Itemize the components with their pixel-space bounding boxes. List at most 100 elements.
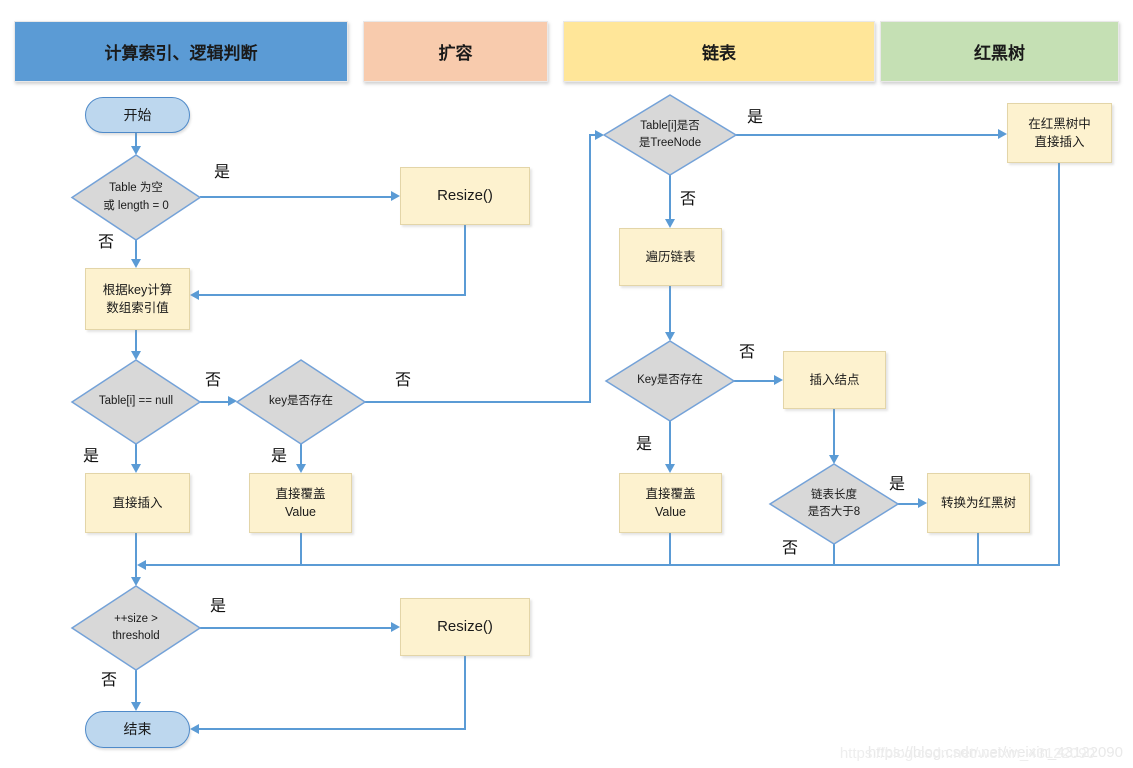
edge-d4-to-traverse: [669, 175, 671, 220]
node-decision-key-exists: key是否存在: [237, 360, 365, 444]
arrowhead: [131, 464, 141, 473]
node-label: 直接覆盖 Value: [275, 486, 326, 519]
node-label: 遍历链表: [645, 249, 696, 264]
diamond-shape-icon: [72, 360, 200, 444]
node-label: 直接插入: [112, 495, 163, 510]
arrowhead: [131, 146, 141, 155]
node-key-calc-index: 根据key计算 数组索引值: [85, 268, 190, 330]
edge-label-d6-yes: 是: [889, 476, 906, 493]
node-end: 结束: [85, 711, 190, 748]
arrowhead: [391, 622, 400, 632]
arrowhead: [131, 702, 141, 711]
edge-d2-to-d3: [200, 401, 229, 403]
edge-label-d2-yes: 是: [83, 448, 100, 465]
edge-label-d7-no: 否: [101, 672, 118, 689]
edge-label-d1-yes: 是: [214, 164, 231, 181]
arrowhead: [829, 455, 839, 464]
node-label: 直接覆盖 Value: [645, 486, 696, 519]
node-traverse-list: 遍历链表: [619, 228, 722, 286]
node-label: ++size > threshold: [112, 612, 160, 642]
edge-overwrite-left-drop: [300, 533, 302, 566]
node-decision-table-empty: Table 为空 或 length = 0: [72, 155, 200, 240]
arrowhead: [296, 464, 306, 473]
node-start: 开始: [85, 97, 190, 133]
edge-d4-to-rbt-insert: [736, 134, 998, 136]
node-resize-bottom: Resize(): [400, 598, 530, 656]
arrowhead: [665, 464, 675, 473]
edge-label-d1-no: 否: [98, 234, 115, 251]
edge-d6-to-convert: [898, 503, 919, 505]
edge-label-d6-no: 否: [782, 540, 799, 557]
edge-resize-top-return-h: [199, 294, 466, 296]
legend-red-black-tree: 红黑树: [880, 21, 1119, 82]
arrowhead: [595, 130, 604, 140]
edge-d7-to-resize-bottom: [200, 627, 391, 629]
node-label: 根据key计算 数组索引值: [102, 282, 173, 315]
edge-label-d3-yes: 是: [271, 448, 288, 465]
edge-d2-to-insert-direct: [135, 444, 137, 465]
arrowhead: [391, 191, 400, 201]
edge-resize-bottom-return-v: [464, 656, 466, 730]
diamond-shape-icon: [770, 464, 898, 544]
edge-rbt-insert-drop: [1058, 163, 1060, 566]
legend-index-logic: 计算索引、逻辑判断: [14, 21, 348, 82]
node-label: Table 为空 或 length = 0: [103, 182, 169, 212]
edge-traverse-to-d5: [669, 286, 671, 333]
node-overwrite-value-left: 直接覆盖 Value: [249, 473, 352, 533]
node-decision-table-i-null: Table[i] == null: [72, 360, 200, 444]
edge-d5-to-insert-node: [734, 380, 775, 382]
arrowhead: [131, 577, 141, 586]
edge-d3-to-d4-h2: [589, 134, 596, 136]
edge-convert-drop: [977, 533, 979, 566]
node-resize-top: Resize(): [400, 167, 530, 225]
node-convert-to-rbt: 转换为红黑树: [927, 473, 1030, 533]
node-label: key是否存在: [269, 395, 333, 408]
edge-d5-to-overwrite-right: [669, 421, 671, 465]
node-insert-direct: 直接插入: [85, 473, 190, 533]
edge-d6-no-drop: [833, 544, 835, 566]
node-insert-node: 插入结点: [783, 351, 886, 409]
node-label: 链表长度 是否大于8: [807, 488, 861, 518]
edge-insert-node-to-d6: [833, 409, 835, 456]
arrowhead: [137, 560, 146, 570]
arrowhead: [190, 724, 199, 734]
edge-insert-direct-to-d7: [135, 533, 137, 579]
legend-linked-list: 链表: [563, 21, 875, 82]
arrowhead: [131, 351, 141, 360]
edge-d1-to-keycalc: [135, 240, 137, 260]
arrowhead: [190, 290, 199, 300]
edge-label-d2-no: 否: [205, 372, 222, 389]
node-rbt-insert: 在红黑树中 直接插入: [1007, 103, 1112, 163]
diamond-shape-icon: [72, 155, 200, 240]
watermark-text: https://blog.csdn.net/weixin_43122090: [867, 744, 1123, 761]
edge-label-d4-no: 否: [680, 191, 697, 208]
node-decision-is-treenode: Table[i]是否 是TreeNode: [604, 95, 736, 175]
node-decision-key-exists-list: Key是否存在: [606, 341, 734, 421]
edge-d7-to-end: [135, 670, 137, 703]
edge-label-d5-yes: 是: [636, 436, 653, 453]
edge-d1-to-resize-top: [200, 196, 391, 198]
node-label: 结束: [123, 721, 152, 738]
edge-overwrite-right-drop: [669, 533, 671, 566]
watermark-text: https://blog.csdn.net/weixin_43122090: [839, 745, 1095, 762]
edge-resize-bottom-return-h: [199, 728, 466, 730]
diamond-shape-icon: [604, 95, 736, 175]
edge-d3-to-overwrite-left: [300, 444, 302, 465]
arrowhead: [131, 259, 141, 268]
node-label: Resize(): [437, 618, 493, 636]
edge-label-d7-yes: 是: [210, 598, 227, 615]
edge-label-d3-no: 否: [395, 372, 412, 389]
node-overwrite-value-right: 直接覆盖 Value: [619, 473, 722, 533]
edge-label-d5-no: 否: [739, 344, 756, 361]
arrowhead: [665, 332, 675, 341]
watermark: https://blog.csdn.net/weixin_43122090 ht…: [840, 744, 1123, 762]
node-label: 在红黑树中 直接插入: [1028, 116, 1091, 149]
arrowhead: [665, 219, 675, 228]
arrowhead: [774, 375, 783, 385]
diamond-shape-icon: [72, 586, 200, 670]
edge-start-to-d1: [135, 133, 137, 148]
edge-label-d4-yes: 是: [747, 109, 764, 126]
edge-join-line: [146, 564, 1060, 566]
node-label: Resize(): [437, 187, 493, 205]
